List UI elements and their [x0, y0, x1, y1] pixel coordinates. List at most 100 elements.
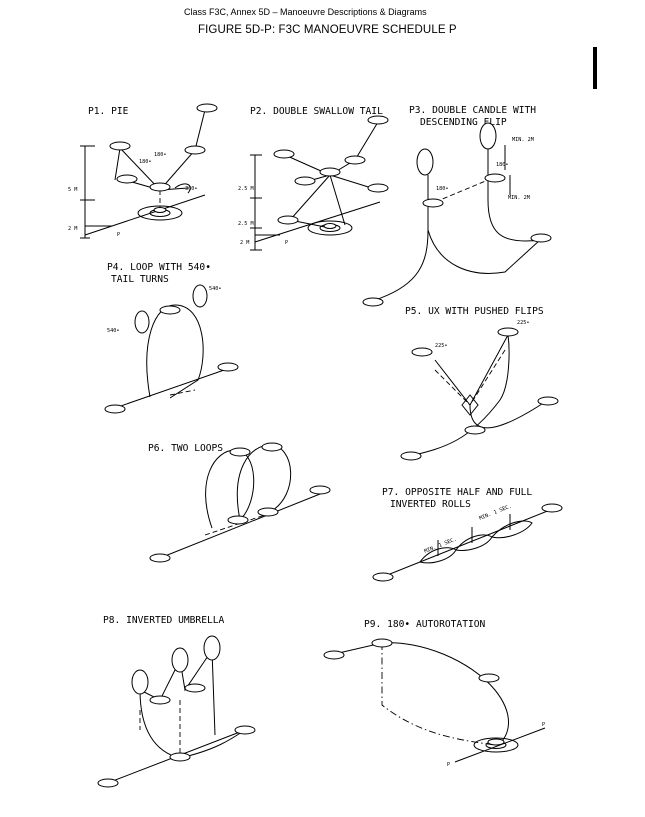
p5-helicopter-icon [400, 451, 422, 461]
p5-turn-225b: 225• [435, 343, 448, 349]
figure-title: FIGURE 5D-P: F3C MANOEUVRE SCHEDULE P [198, 24, 457, 36]
p5-helicopter-icon [537, 396, 559, 406]
p7-min-label-b: MIN. 1 SEC. [479, 503, 513, 521]
diagram-p3-double-candle: P3. DOUBLE CANDLE WITH DESCENDING FLIP M… [362, 105, 552, 307]
p4-turn-540b: 540• [107, 328, 120, 334]
diagram-p7-inverted-rolls: P7. OPPOSITE HALF AND FULL INVERTED ROLL… [372, 487, 563, 582]
p3-flight-path [374, 175, 541, 301]
p3-min-2m-a: MIN. 2M [512, 137, 534, 143]
p3-helicopter-icon [484, 173, 506, 183]
p6-helicopter-icon [261, 442, 283, 452]
p3-helicopter-icon [479, 122, 497, 150]
p9-title: P9. 180• AUTOROTATION [364, 619, 486, 630]
p1-360-turn [174, 183, 191, 194]
p7-title-line1: P7. OPPOSITE HALF AND FULL [382, 487, 532, 498]
p4-turn-540a: 540• [209, 286, 222, 292]
p1-helicopter-icon [153, 207, 167, 213]
p1-pilot-mark: P [117, 232, 120, 238]
p2-helicopter-icon [319, 167, 341, 177]
p2-helicopter-icon [277, 215, 299, 225]
p8-helicopter-icon [184, 683, 206, 693]
p5-title: P5. UX WITH PUSHED FLIPS [405, 306, 544, 317]
p1-turn-180b: 180• [139, 159, 152, 165]
p4-helicopter-icon [192, 284, 208, 308]
p7-title-line2: INVERTED ROLLS [390, 499, 471, 510]
p2-height-25b: 2.5 M [238, 221, 254, 227]
p1-turn-180a: 180• [154, 152, 167, 158]
p8-helicopter-icon [169, 752, 191, 762]
p1-height-5m: 5 M [68, 187, 77, 193]
document-header: Class F3C, Annex 5D – Manoeuvre Descript… [184, 7, 427, 17]
p7-helicopter-icon [372, 572, 394, 582]
p9-helicopter-icon [371, 638, 393, 648]
p9-helicopter-icon [478, 673, 500, 683]
p4-helicopter-icon [134, 310, 150, 334]
p2-helicopter-icon [273, 149, 295, 159]
p2-height-25a: 2.5 M [238, 186, 254, 192]
p4-dash-line [169, 389, 196, 396]
p7-time-marker [437, 514, 511, 556]
change-bar [593, 47, 597, 89]
p6-helicopter-icon [309, 485, 331, 495]
p5-dash-line [434, 349, 506, 406]
p8-helicopter-icon [131, 669, 149, 695]
p1-helicopter-icon [184, 145, 206, 155]
p4-title-line1: P4. LOOP WITH 540• [107, 262, 211, 273]
p8-helicopter-icon [171, 647, 189, 673]
p6-loop-path [205, 449, 255, 529]
p3-helicopter-icon [362, 297, 384, 307]
p6-helicopter-icon [229, 447, 251, 457]
p2-helicopter-icon [344, 155, 366, 165]
p8-helicopter-icon [97, 778, 119, 788]
p9-helicopter-icon [487, 738, 505, 746]
p5-turn-225a: 225• [517, 320, 530, 326]
p6-ground-line [159, 489, 331, 559]
p6-title: P6. TWO LOOPS [148, 443, 223, 454]
p9-descent-path [329, 642, 509, 746]
diagram-p2-double-swallow-tail: P2. DOUBLE SWALLOW TAIL 2.5 M 2.5 M 2 M … [238, 106, 389, 251]
p2-helicopter-icon [367, 183, 389, 193]
diagram-p1-pie: P1. PIE 5 M 2 M P 180• 180• 360• [68, 103, 218, 239]
p9-helicopter-icon [323, 650, 345, 660]
p9-center-circle [473, 737, 519, 753]
p8-title: P8. INVERTED UMBRELLA [103, 615, 225, 626]
p1-turn-360: 360• [185, 186, 198, 192]
p1-title: P1. PIE [88, 106, 129, 117]
p2-title: P2. DOUBLE SWALLOW TAIL [250, 106, 383, 117]
diagram-p5-ux-pushed-flips: P5. UX WITH PUSHED FLIPS 225• 225• [400, 306, 559, 461]
p4-helicopter-icon [217, 362, 239, 372]
p2-helicopter-icon [323, 223, 337, 229]
diagram-p4-loop-tail-turns: P4. LOOP WITH 540• TAIL TURNS 540• 540• [104, 262, 239, 414]
p1-helicopter-icon [109, 141, 131, 151]
p7-flight-line [379, 505, 561, 579]
p1-height-2m: 2 M [68, 226, 77, 232]
diagram-p9-autorotation: P9. 180• AUTOROTATION P P [323, 619, 546, 768]
p1-height-scale [80, 145, 95, 239]
p9-pilot-mark-b: P [542, 722, 545, 728]
diagram-p8-inverted-umbrella: P8. INVERTED UMBRELLA [97, 615, 256, 788]
p1-ground-line [84, 194, 206, 236]
p7-min-label-a: MIN. 1 SEC. [424, 536, 458, 554]
p3-helicopter-icon [530, 233, 552, 243]
p5-helicopter-icon [497, 327, 519, 337]
p3-helicopter-icon [416, 148, 434, 176]
p8-helicopter-icon [234, 725, 256, 735]
p3-turn-180a: 180• [496, 162, 509, 168]
p3-helicopter-icon [422, 198, 444, 208]
p6-helicopter-icon [257, 507, 279, 517]
p2-center-circle [307, 220, 353, 236]
p2-pilot-mark: P [285, 240, 288, 246]
p4-helicopter-icon [104, 404, 126, 414]
p5-helicopter-icon [411, 347, 433, 357]
p1-helicopter-icon [116, 174, 138, 184]
p6-helicopter-icon [149, 553, 171, 563]
p7-roll-path [419, 520, 533, 564]
p9-pilot-mark-a: P [447, 762, 450, 768]
p2-height-scale [250, 154, 262, 251]
p3-min-2m-b: MIN. 2M [508, 195, 530, 201]
p8-helicopter-icon [149, 695, 171, 705]
p3-turn-180b: 180• [436, 186, 449, 192]
p6-helicopter-icon [227, 515, 249, 525]
